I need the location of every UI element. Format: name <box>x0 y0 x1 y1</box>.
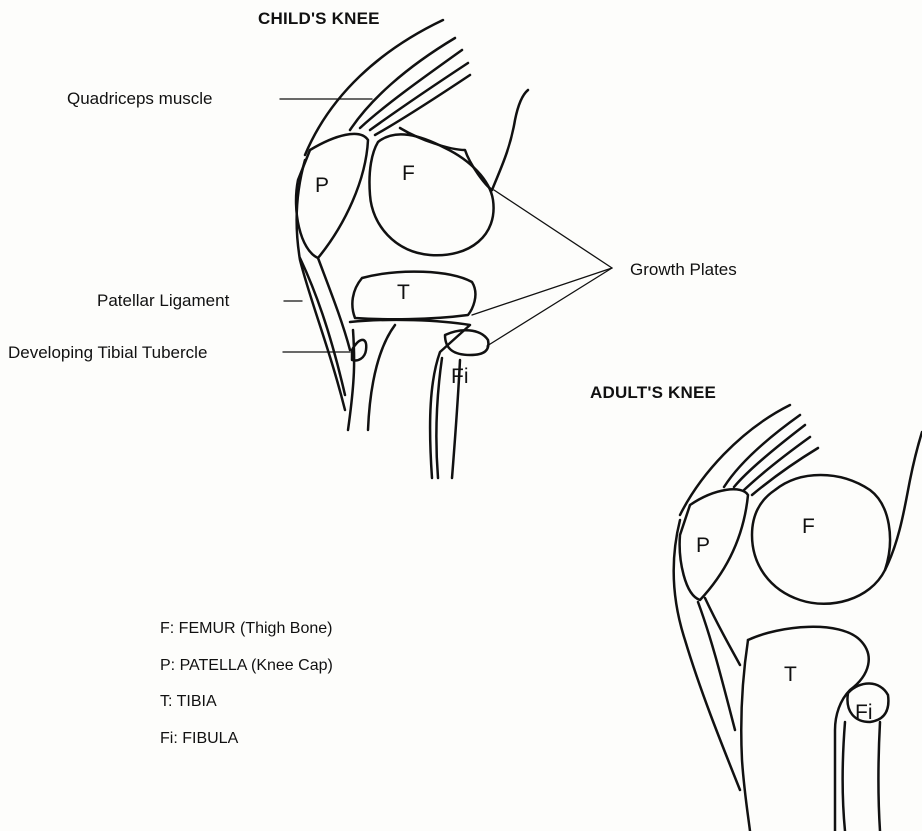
adult-patella <box>680 489 748 600</box>
adult-tibia-letter: T <box>784 664 797 685</box>
growth-plates-label: Growth Plates <box>630 261 737 278</box>
child-tibia-shaft <box>350 320 470 478</box>
legend-tibia: T: TIBIA <box>160 694 217 710</box>
legend-fibula: Fi: FIBULA <box>160 731 238 747</box>
child-patella-letter: P <box>315 175 329 196</box>
adult-femur-letter: F <box>802 516 815 537</box>
legend-patella: P: PATELLA (Knee Cap) <box>160 658 333 674</box>
child-fibula-letter: Fi <box>451 366 469 387</box>
child-femur-head <box>369 134 493 255</box>
tibial-tubercle-label: Developing Tibial Tubercle <box>8 344 207 361</box>
patellar-ligament-label: Patellar Ligament <box>97 292 229 309</box>
adult-tibia <box>748 627 869 831</box>
child-knee-title: CHILD'S KNEE <box>258 10 380 27</box>
adult-patella-letter: P <box>696 535 710 556</box>
adult-quadriceps-outline <box>680 405 790 515</box>
child-knee-drawing <box>296 20 528 478</box>
legend-femur: F: FEMUR (Thigh Bone) <box>160 621 332 637</box>
adult-knee-drawing <box>674 405 922 831</box>
child-tibia-letter: T <box>397 282 410 303</box>
child-patellar-ligament <box>300 258 345 395</box>
adult-knee-title: ADULT'S KNEE <box>590 384 716 401</box>
adult-femur-head <box>752 475 890 604</box>
child-fibula-shaft <box>436 358 442 478</box>
quadriceps-label: Quadriceps muscle <box>67 90 213 107</box>
adult-fibula-letter: Fi <box>855 702 873 723</box>
callout-lines <box>280 99 612 352</box>
child-tibia-epiphysis <box>352 272 475 320</box>
child-femur-letter: F <box>402 163 415 184</box>
